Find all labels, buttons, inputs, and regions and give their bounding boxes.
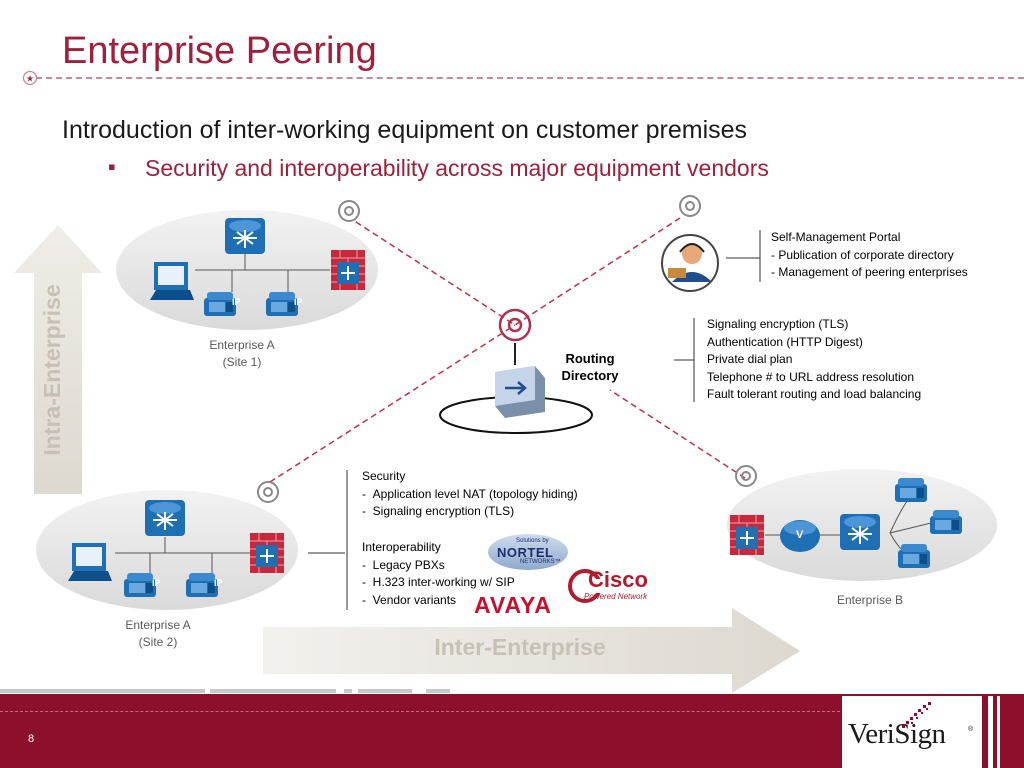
svg-text:Intra-Enterprise: Intra-Enterprise [42,284,65,455]
svg-text:★: ★ [26,75,34,85]
portal-item: - Publication of corporate directory [771,247,954,262]
caption-sub: (Site 2) [138,635,178,649]
security-section: Security - Application level NAT (topolo… [362,468,578,521]
phone-ip-label: IP [214,578,223,588]
peering-diagram [14,195,997,693]
feature-item: Private dial plan [707,352,793,366]
cisco-c-icon [568,569,602,603]
routing-directory-label: Routing Directory [552,350,628,384]
interop-item: - Legacy PBXs [362,557,445,572]
brand-registered-mark: ® [968,726,974,733]
enterprise-a-site1-caption: Enterprise A (Site 1) [182,337,302,371]
brand-logo-box: VeriSign ® [842,696,982,768]
avaya-logo: AVAYA [474,592,552,618]
page-number: 8 [28,733,35,745]
enterprise-a-site2-caption: Enterprise A (Site 2) [98,617,218,651]
feature-item: Authentication (HTTP Digest) [707,334,863,349]
bullet-text: Security and interoperability across maj… [145,155,769,181]
enterprise-b-devices [729,478,962,568]
peering-point-icon [338,200,360,222]
security-item: - Application level NAT (topology hiding… [362,486,578,501]
peering-point-icon [257,481,279,503]
portal-text: Self-Management Portal - Publication of … [771,229,968,282]
directory-server-icon [495,366,545,418]
nortel-solutions-text: Solutions by [516,538,549,544]
intra-enterprise-arrow [14,225,102,494]
portal-title: Self-Management Portal [771,230,901,244]
caption-name: Enterprise A [209,338,275,352]
footer-top-stripes [0,689,1024,693]
nortel-logo: Solutions by NORTEL NETWORKS™ [488,534,568,570]
security-title: Security [362,469,406,483]
feature-item: Signaling encryption (TLS) [707,317,849,331]
routing-label-line2: Directory [561,368,619,383]
footer-divider [0,711,840,712]
nortel-networks-text: NETWORKS™ [520,559,561,565]
security-item: - Signaling encryption (TLS) [362,504,515,518]
features-list: Signaling encryption (TLS) Authenticatio… [707,316,921,404]
gateway-v-label: V [796,529,804,541]
support-agent-icon [661,234,719,292]
interop-section: Interoperability - Legacy PBXs - H.323 i… [362,539,515,609]
routing-hub-icon [498,308,532,342]
cisco-powered-text: Powered Network [584,592,648,601]
feature-item: Fault tolerant routing and load balancin… [707,387,922,401]
cisco-logo: Cisco Powered Network [568,567,658,603]
bullet-marker: ▪ [108,154,116,179]
peering-point-icon [679,195,701,217]
interop-item: - H.323 inter-working w/ SIP [362,575,515,589]
interop-item: - Vendor variants [362,592,457,607]
interop-title: Interoperability [362,540,441,554]
cisco-name: Cisco [588,567,648,592]
page-title: Enterprise Peering [62,30,377,72]
caption-name: Enterprise B [836,593,904,607]
phone-ip-label: IP [232,297,241,307]
inter-enterprise-label: Inter-Enterprise [434,634,606,660]
peering-links [269,217,746,483]
intro-text: Introduction of inter-working equipment … [62,116,748,144]
enterprise-a-site1-devices [150,217,366,316]
enterprise-b-caption: Enterprise B [810,592,930,609]
title-divider [36,77,1024,79]
feature-item: Telephone # to URL address resolution [707,369,915,384]
phone-ip-label: IP [152,578,161,588]
peering-point-icon [735,465,757,487]
nortel-name: NORTEL [497,545,554,560]
caption-sub: (Site 1) [222,355,262,369]
brand-name: VeriSign [848,718,946,750]
intra-enterprise-label: Intra-Enterprise [42,284,65,455]
phone-ip-label: IP [294,297,303,307]
caption-name: Enterprise A [125,618,191,632]
routing-label-line1: Routing [565,351,615,366]
footer-right-stripes [988,696,1024,768]
portal-item: - Management of peering enterprises [771,265,968,279]
inter-enterprise-arrow [263,608,800,693]
enterprise-a-site2-devices [68,499,285,597]
brand-checkmark-icon [902,702,931,728]
